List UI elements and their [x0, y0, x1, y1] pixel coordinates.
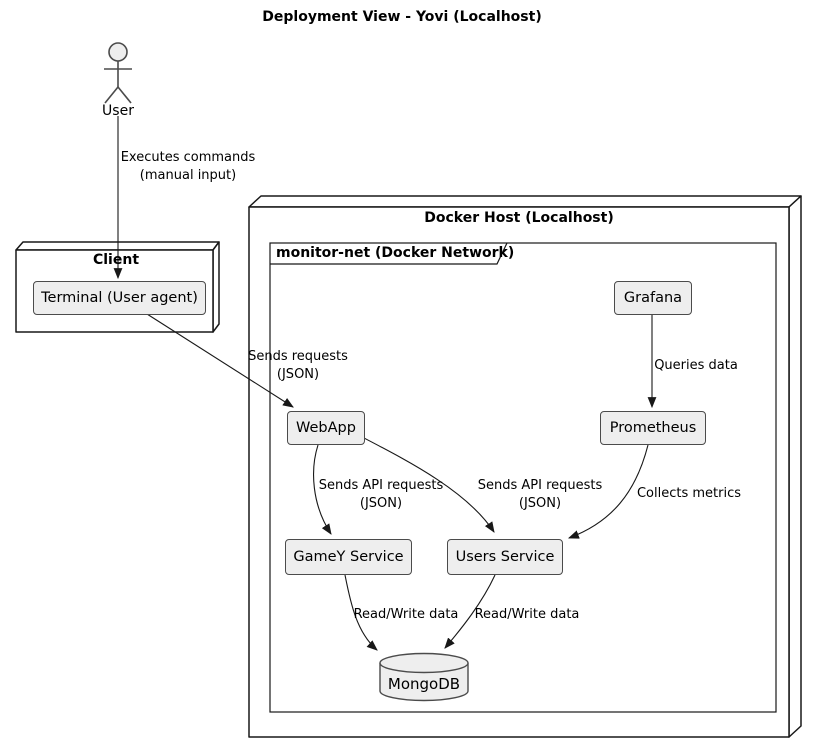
edge-label-terminal-webapp: Sends requests (JSON) — [248, 349, 348, 382]
edge-webapp-users-arrow — [363, 437, 495, 533]
edge-prometheus-users-arrow — [567, 444, 649, 539]
component-gamey-service-label: GameY Service — [293, 549, 404, 565]
docker-host-node-title: Docker Host (Localhost) — [424, 210, 614, 226]
monitor-net-frame — [269, 242, 777, 713]
edge-gamey-mongodb-arrow — [344, 574, 378, 651]
edge-terminal-webapp-arrow — [146, 313, 294, 408]
edge-label-gamey-mongodb: Read/Write data — [353, 607, 459, 622]
user-actor-label: User — [102, 103, 134, 119]
user-actor-icon — [104, 42, 132, 104]
edge-label-webapp-gamey: Sends API requests (JSON) — [318, 478, 444, 511]
component-gamey-service: GameY Service — [285, 539, 412, 575]
monitor-net-frame-title: monitor-net (Docker Network) — [276, 245, 515, 261]
component-webapp-label: WebApp — [296, 420, 356, 436]
component-prometheus: Prometheus — [600, 411, 706, 445]
diagram-title: Deployment View - Yovi (Localhost) — [262, 9, 542, 25]
edge-label-users-mongodb: Read/Write data — [474, 607, 580, 622]
component-terminal-label: Terminal (User agent) — [41, 290, 198, 306]
component-users-service: Users Service — [447, 539, 563, 575]
component-terminal: Terminal (User agent) — [33, 281, 206, 315]
component-webapp: WebApp — [287, 411, 365, 445]
mongodb-label: MongoDB — [387, 675, 461, 693]
client-node-title: Client — [92, 252, 140, 268]
component-prometheus-label: Prometheus — [609, 420, 697, 436]
docker-host-node-box — [248, 195, 802, 738]
edge-label-prometheus-users: Collects metrics — [636, 486, 742, 501]
edge-label-grafana-prometheus: Queries data — [654, 358, 738, 373]
mongodb-cylinder — [379, 652, 469, 702]
edge-webapp-gamey-arrow — [313, 444, 332, 535]
edge-label-webapp-users: Sends API requests (JSON) — [477, 478, 603, 511]
edge-label-user-terminal: Executes commands (manual input) — [120, 150, 256, 183]
component-grafana: Grafana — [614, 281, 692, 315]
edge-users-mongodb-arrow — [444, 574, 496, 649]
component-grafana-label: Grafana — [623, 290, 683, 306]
component-users-service-label: Users Service — [455, 549, 555, 565]
